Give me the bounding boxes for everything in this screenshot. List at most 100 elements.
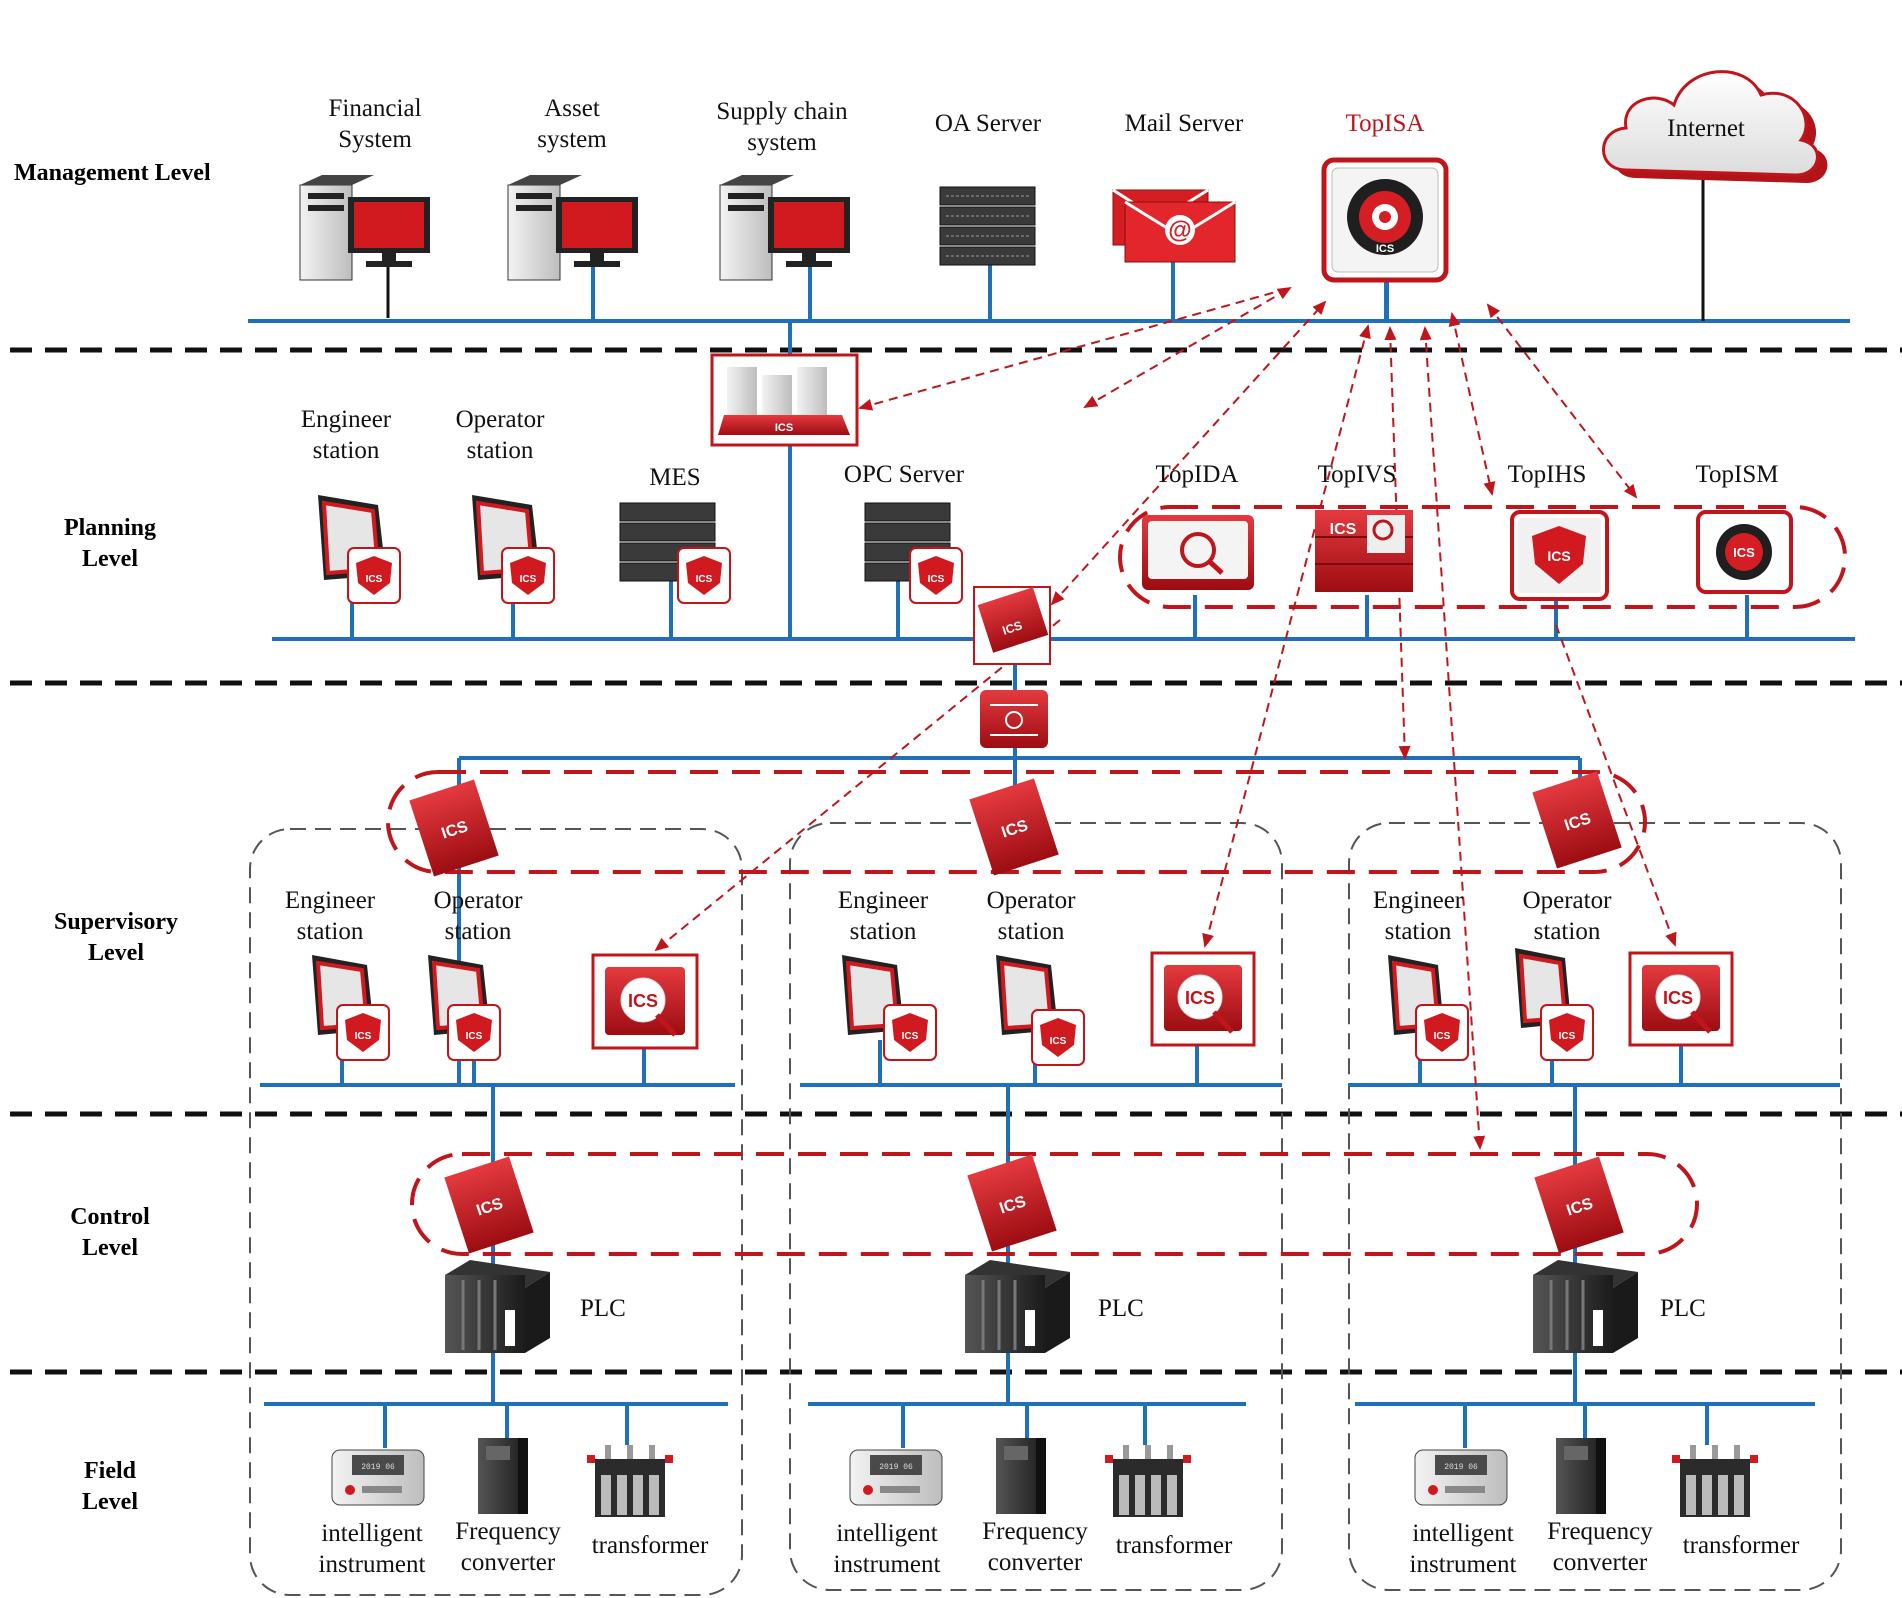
supervisory-firewalls: ICS ICS ICS: [409, 771, 1622, 877]
frequency-converter-icon[interactable]: [996, 1438, 1046, 1514]
monitor-with-shield-icon: ICS: [472, 495, 555, 604]
internet-cloud-node[interactable]: Internet: [1602, 70, 1828, 183]
desktop-computer-icon: [507, 175, 638, 281]
intelligent-instrument-icon[interactable]: 2019 06: [331, 1449, 425, 1506]
svg-text:ICS: ICS: [366, 574, 383, 585]
transformer-icon[interactable]: [1105, 1445, 1191, 1517]
svg-text:ICS: ICS: [1001, 618, 1024, 638]
svg-text:ICS: ICS: [628, 991, 658, 1011]
svg-text:2019 06: 2019 06: [1444, 1463, 1478, 1472]
rack-server-with-shield-icon: ICS: [864, 502, 963, 604]
mail-server-label: Mail Server: [1125, 110, 1244, 137]
ics-firewall-icon[interactable]: ICS: [967, 1154, 1057, 1252]
topida-analyzer-icon: [1142, 515, 1254, 590]
topihs-shield-icon: ICS: [1510, 510, 1609, 601]
transformer-icon[interactable]: [1672, 1445, 1758, 1517]
topisa-node[interactable]: TopISA ICS: [1321, 110, 1449, 283]
oa-server-node[interactable]: OA Server: [935, 110, 1042, 266]
rack-server-icon: [939, 186, 1036, 266]
topisa-gear-icon: ICS: [1321, 157, 1449, 283]
frequency-converter-icon[interactable]: [1556, 1438, 1606, 1514]
topivs-label: TopIVS: [1318, 461, 1397, 488]
monitor-with-shield-icon: ICS: [318, 495, 401, 604]
svg-text:ICS: ICS: [1663, 988, 1693, 1008]
monitor-with-shield-icon[interactable]: ICS: [1515, 948, 1594, 1061]
ics-firewall-icon[interactable]: ICS: [710, 353, 859, 447]
svg-text:ICS: ICS: [902, 1031, 919, 1042]
svg-text:ICS: ICS: [1050, 1036, 1067, 1047]
intelligent-instrument-icon[interactable]: 2019 06: [849, 1449, 943, 1506]
topivs-node[interactable]: TopIVS ICS: [1315, 461, 1413, 592]
ics-audit-icon[interactable]: ICS: [1628, 951, 1734, 1047]
ics-audit-icon[interactable]: ICS: [1150, 951, 1256, 1047]
monitor-with-shield-icon[interactable]: ICS: [1388, 955, 1469, 1061]
monitor-with-shield-icon[interactable]: ICS: [312, 955, 390, 1061]
desktop-computer-icon: [719, 175, 850, 281]
intelligent-instrument-icon[interactable]: 2019 06: [1414, 1449, 1508, 1506]
internet-label: Internet: [1667, 115, 1745, 142]
plc-icon[interactable]: [1533, 1260, 1638, 1353]
ics-firewall-icon[interactable]: ICS: [969, 778, 1059, 876]
ics-firewall-icon[interactable]: ICS: [1532, 771, 1622, 869]
plc-icon[interactable]: [965, 1260, 1070, 1353]
frequency-converter-icon[interactable]: [478, 1438, 528, 1514]
mail-server-node[interactable]: Mail Server @: [1112, 110, 1244, 263]
svg-text:2019 06: 2019 06: [361, 1463, 395, 1472]
plc-label: PLC: [1660, 1295, 1706, 1322]
svg-text:@: @: [1168, 217, 1191, 244]
ics-firewall-icon[interactable]: ICS: [444, 1156, 534, 1254]
topihs-label: TopIHS: [1508, 461, 1587, 488]
topism-label: TopISM: [1696, 461, 1779, 488]
topism-node[interactable]: TopISM ICS: [1696, 461, 1793, 594]
svg-text:2019 06: 2019 06: [879, 1463, 913, 1472]
plc-icon[interactable]: [445, 1260, 550, 1353]
ics-firewall-icon[interactable]: ICS: [409, 779, 499, 877]
plc-label: PLC: [1098, 1295, 1144, 1322]
topihs-node[interactable]: TopIHS ICS: [1508, 461, 1609, 601]
opc-server-node[interactable]: OPC Server ICS: [844, 461, 965, 604]
monitor-with-shield-icon[interactable]: ICS: [996, 955, 1085, 1066]
network-switch-icon[interactable]: [980, 690, 1048, 748]
cloud-icon: [1602, 70, 1828, 183]
ics-audit-icon[interactable]: ICS: [591, 953, 699, 1050]
topida-node[interactable]: TopIDA: [1142, 461, 1254, 590]
topisa-label: TopISA: [1346, 110, 1425, 137]
ics-firewall-icon[interactable]: ICS: [973, 586, 1051, 665]
svg-text:ICS: ICS: [1330, 521, 1357, 538]
svg-text:ICS: ICS: [1434, 1031, 1451, 1042]
control-level: ICS ICS ICS PLC PLC: [444, 1154, 1706, 1353]
svg-text:ICS: ICS: [928, 574, 945, 585]
topism-gear-icon: ICS: [1696, 510, 1793, 594]
opc-server-label: OPC Server: [844, 461, 965, 488]
monitor-with-shield-icon[interactable]: ICS: [428, 955, 501, 1061]
svg-text:ICS: ICS: [355, 1031, 372, 1042]
transformer-icon[interactable]: [587, 1445, 673, 1517]
monitor-with-shield-icon[interactable]: ICS: [842, 955, 937, 1061]
ics-firewall-icon[interactable]: ICS: [1534, 1156, 1624, 1254]
mes-node[interactable]: MES ICS: [619, 464, 731, 604]
